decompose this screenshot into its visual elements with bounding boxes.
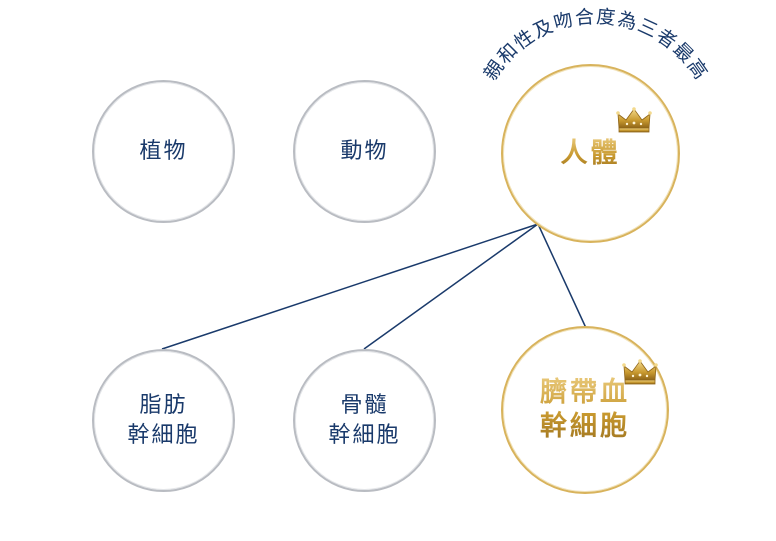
animal-circle: 動物 <box>293 80 436 223</box>
connector-human-adipose <box>161 223 539 350</box>
bone-marrow-line-2: 幹細胞 <box>328 422 401 448</box>
crown-icon <box>622 359 658 385</box>
human-circle: 人體 <box>501 64 680 243</box>
bone-marrow-line-1: 骨髓 <box>340 392 389 418</box>
cord-blood-line-1: 臍帶血 <box>540 377 630 408</box>
animal-label: 動物 <box>340 138 389 164</box>
plant-circle: 植物 <box>92 80 235 223</box>
bone-marrow-stem-cell-label: 骨髓 幹細胞 <box>328 391 400 451</box>
adipose-stem-cell-circle: 脂肪 幹細胞 <box>92 349 235 492</box>
adipose-line-2: 幹細胞 <box>127 422 200 448</box>
adipose-line-1: 脂肪 <box>139 392 188 418</box>
connector-human-bone-marrow <box>363 223 539 350</box>
cord-blood-line-2: 幹細胞 <box>540 411 630 442</box>
cord-blood-stem-cell-circle: 臍帶血 幹細胞 <box>501 326 669 494</box>
plant-label: 植物 <box>139 138 188 164</box>
crown-icon <box>616 107 652 133</box>
cord-blood-stem-cell-label: 臍帶血 幹細胞 <box>540 376 630 444</box>
adipose-stem-cell-label: 脂肪 幹細胞 <box>127 391 199 451</box>
human-label: 人體 <box>560 137 621 169</box>
bone-marrow-stem-cell-circle: 骨髓 幹細胞 <box>293 349 436 492</box>
